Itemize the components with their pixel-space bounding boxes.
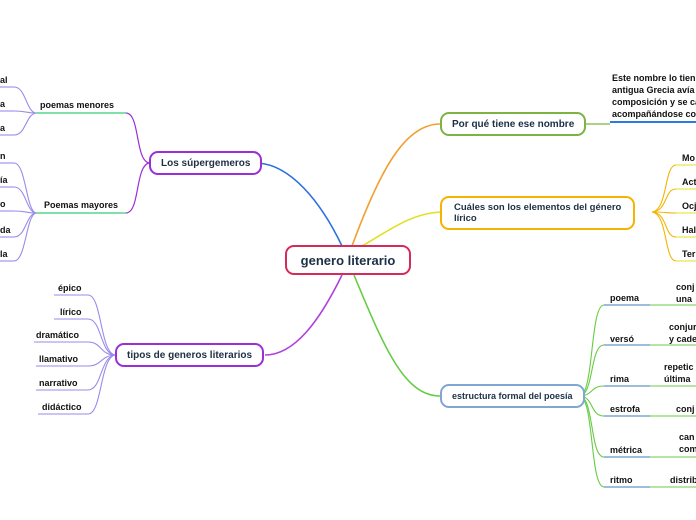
estructura-item-label[interactable]: rima [610, 374, 630, 384]
estructura-detail-line: distrib [670, 475, 696, 485]
tipo-item[interactable]: llamativo [39, 354, 79, 364]
central-topic[interactable]: genero literario [285, 245, 411, 275]
topic-supergeneros[interactable]: Los súpergemeros [149, 151, 263, 175]
tipo-item[interactable]: didáctico [42, 402, 82, 412]
porque-text-line: Este nombre lo tien [612, 73, 696, 83]
estructura-detail-line: can [679, 432, 695, 442]
estructura-detail-line: com [679, 444, 696, 454]
elemento-item[interactable]: Mo [682, 153, 695, 163]
topic-elementos-genero-lirico[interactable]: Cuáles son los elementos del género líri… [440, 196, 636, 230]
tipo-item[interactable]: narrativo [39, 378, 78, 388]
mayores-item[interactable]: n [0, 151, 6, 161]
porque-text-line: antigua Grecia avía [612, 85, 695, 95]
topic-por-que-nombre[interactable]: Por qué tiene ese nombre [440, 112, 587, 136]
tipo-item[interactable]: dramático [36, 330, 80, 340]
tipo-item[interactable]: épico [58, 283, 82, 293]
estructura-detail-line: una [676, 294, 693, 304]
menores-item[interactable]: a [0, 123, 6, 133]
topic-tipos-generos[interactable]: tipos de generos literarios [115, 343, 265, 367]
subtopic-poemas-menores[interactable]: poemas menores [40, 100, 115, 110]
topic-estructura-formal[interactable]: estructura formal del poesía [440, 384, 585, 408]
mayores-item[interactable]: la [0, 249, 8, 259]
estructura-item-label[interactable]: métrica [610, 445, 643, 455]
estructura-item-label[interactable]: poema [610, 293, 640, 303]
estructura-item-label[interactable]: versó [610, 334, 635, 344]
porque-text-line: composición y se ca [612, 97, 696, 107]
elementos-title-line: Cuáles son los elementos del género [454, 202, 622, 213]
elemento-item[interactable]: Ocj [682, 201, 696, 211]
estructura-detail-line: conj [676, 404, 695, 414]
subtopic-poemas-mayores[interactable]: Poemas mayores [44, 200, 119, 210]
menores-item[interactable]: al [0, 75, 8, 85]
estructura-detail-line: última [664, 374, 691, 384]
estructura-detail-line: y cade [669, 334, 696, 344]
porque-text-line: acompañándose co [612, 109, 696, 119]
tipo-item[interactable]: lírico [60, 307, 82, 317]
estructura-item-label[interactable]: estrofa [610, 404, 641, 414]
estructura-detail-line: conjur [669, 322, 696, 332]
menores-item[interactable]: a [0, 99, 6, 109]
elemento-item[interactable]: Hal [682, 225, 696, 235]
estructura-item-label[interactable]: ritmo [610, 475, 633, 485]
mayores-item[interactable]: o [0, 199, 6, 209]
elemento-item[interactable]: Ter [682, 249, 696, 259]
estructura-detail-line: repetic [664, 362, 694, 372]
mayores-item[interactable]: ía [0, 175, 8, 185]
elemento-item[interactable]: Act [682, 177, 696, 187]
estructura-detail-line: conj [676, 282, 695, 292]
mayores-item[interactable]: da [0, 225, 11, 235]
elementos-title-line: lírico [454, 213, 477, 224]
